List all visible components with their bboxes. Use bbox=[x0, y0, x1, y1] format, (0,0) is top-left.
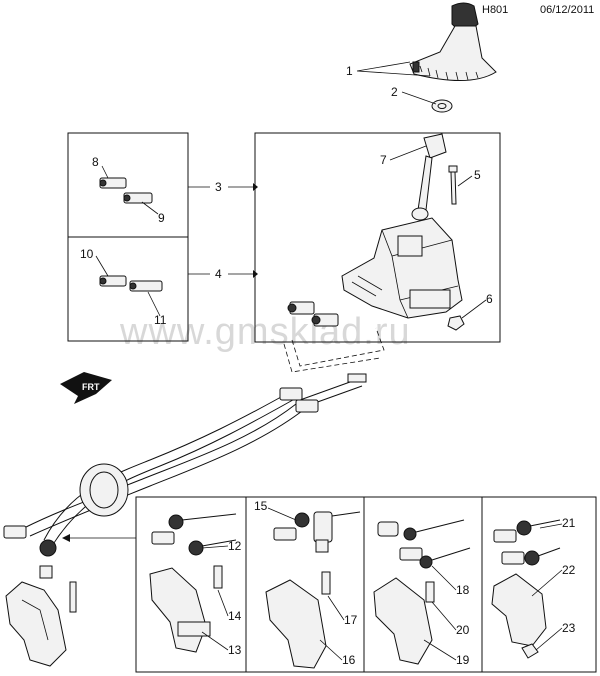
callout-6: 6 bbox=[486, 292, 493, 306]
callout-5: 5 bbox=[474, 168, 481, 182]
callout-11: 11 bbox=[154, 313, 167, 327]
bolt-5 bbox=[448, 165, 458, 205]
cable-end-clips-10-11 bbox=[99, 275, 163, 292]
hidden-lines bbox=[283, 327, 385, 373]
callout-numbers: 1 2 3 4 5 6 7 8 9 10 11 12 13 14 15 16 1… bbox=[80, 64, 576, 667]
cable-end-clips-8-9 bbox=[99, 177, 153, 204]
front-arrow-label: FRT bbox=[82, 382, 100, 392]
main-box-cable-sockets bbox=[287, 301, 339, 327]
detail-panel-21-23 bbox=[491, 519, 561, 659]
callout-1: 1 bbox=[346, 64, 353, 78]
diagram-code: H801 bbox=[482, 4, 508, 16]
callout-7: 7 bbox=[380, 153, 387, 167]
detail-panel-12-14 bbox=[149, 513, 237, 653]
callout-18: 18 bbox=[456, 583, 470, 597]
callout-2: 2 bbox=[391, 85, 398, 99]
diagram-date: 06/12/2011 bbox=[540, 4, 594, 16]
callout-15: 15 bbox=[254, 499, 268, 513]
detail-boxes bbox=[67, 132, 597, 673]
callout-13: 13 bbox=[228, 643, 242, 657]
shift-knob-boot bbox=[409, 2, 497, 81]
shift-lever-assembly bbox=[411, 133, 447, 221]
callout-16: 16 bbox=[342, 653, 356, 667]
callout-12: 12 bbox=[228, 539, 242, 553]
detail-panel-15-17 bbox=[265, 511, 361, 669]
callout-4: 4 bbox=[215, 267, 222, 281]
leader-lines bbox=[95, 61, 563, 661]
callout-21: 21 bbox=[562, 516, 576, 530]
shifter-base-housing bbox=[341, 217, 463, 319]
callout-23: 23 bbox=[562, 621, 576, 635]
callout-17: 17 bbox=[344, 613, 358, 627]
callout-9: 9 bbox=[158, 211, 165, 225]
callout-3: 3 bbox=[215, 180, 222, 194]
callout-19: 19 bbox=[456, 653, 470, 667]
watermark: www.gmsklad.ru bbox=[119, 311, 411, 353]
callout-20: 20 bbox=[456, 623, 470, 637]
shift-cables bbox=[3, 373, 367, 557]
nut-6 bbox=[447, 315, 465, 331]
detail-panel-18-20 bbox=[373, 519, 471, 665]
front-direction-arrow: FRT bbox=[60, 372, 112, 404]
callout-8: 8 bbox=[92, 155, 99, 169]
callout-22: 22 bbox=[562, 563, 576, 577]
callout-14: 14 bbox=[228, 609, 242, 623]
transmission-bracket bbox=[5, 565, 77, 667]
callout-10: 10 bbox=[80, 247, 94, 261]
